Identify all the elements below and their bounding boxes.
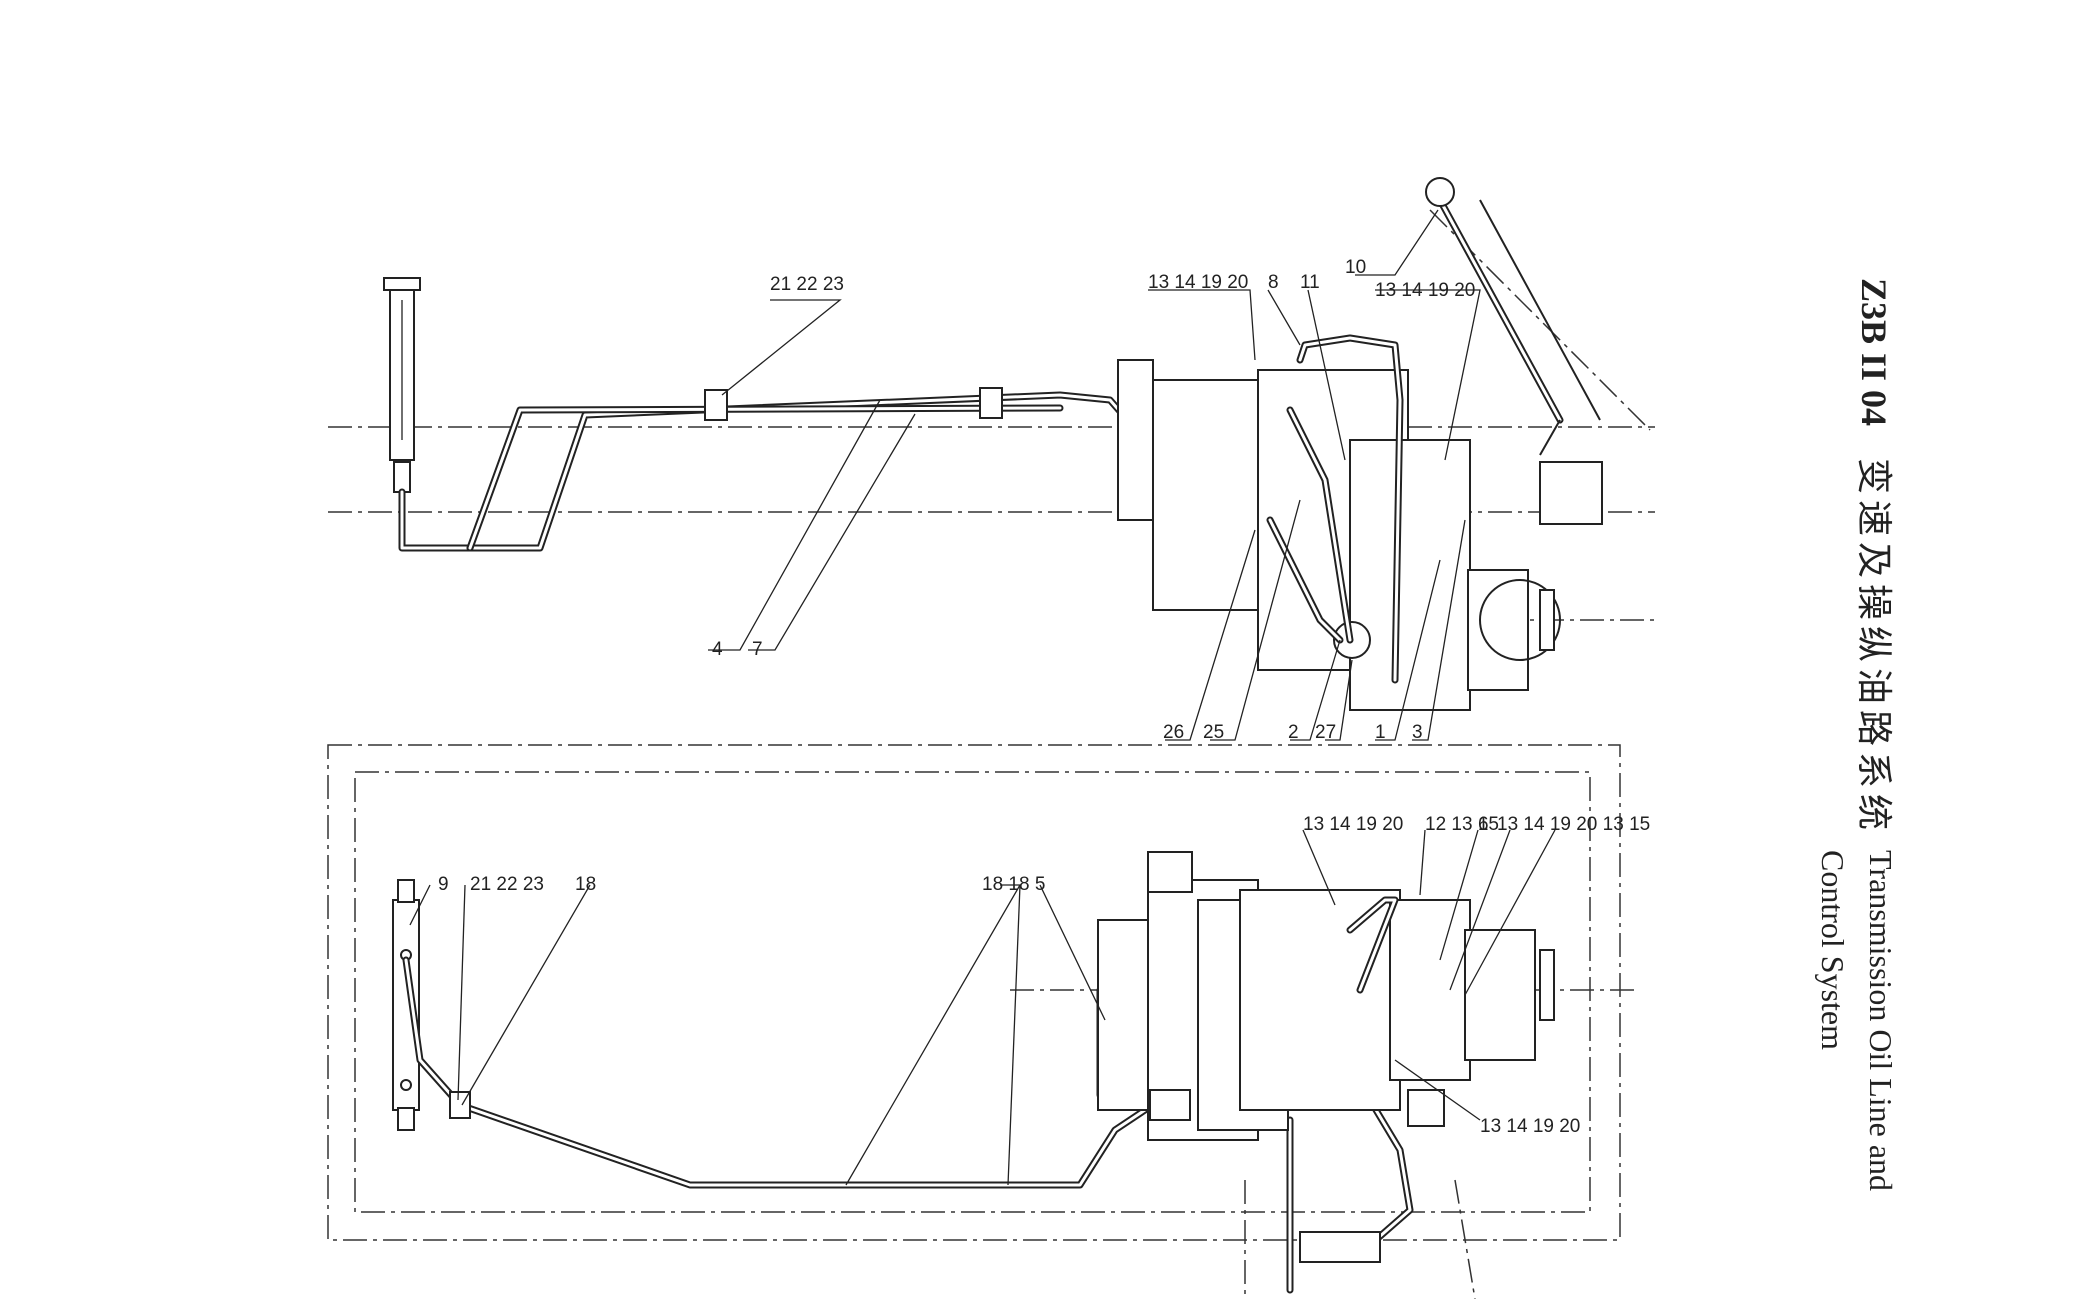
callout-3-top: 3	[1412, 722, 1423, 743]
callout-21-22-23-top: 21 22 23	[770, 274, 844, 295]
chinese-title: 变速及操纵油路系统	[1854, 458, 1894, 836]
callout-11-top: 11	[1300, 272, 1320, 293]
callout-25-top: 25	[1203, 722, 1224, 743]
callout-13-14-19-20-top-a: 13 14 19 20	[1148, 272, 1248, 293]
callout-7-top: 7	[752, 639, 763, 660]
transmission-housing-top	[1117, 359, 1603, 711]
drawing-code: Z3B II 04	[1854, 278, 1894, 426]
callout-4-top: 4	[712, 639, 723, 660]
callout-1-top: 1	[1375, 722, 1386, 743]
callout-13-14-19-20-13-15-bottom: 13 14 19 20 13 15	[1497, 814, 1650, 835]
callout-13-14-19-20-bottom-a: 13 14 19 20	[1303, 814, 1403, 835]
callout-18-bottom-a: 18	[575, 874, 596, 895]
callout-18-18-5-bottom: 18 18 5	[982, 874, 1045, 895]
bottom-callout-leaders	[409, 829, 1556, 1186]
english-title-line1: Transmission Oil Line and	[1863, 850, 1899, 1191]
lower-valve	[1299, 1231, 1381, 1263]
callout-13-14-19-20-bottom-b: 13 14 19 20	[1480, 1116, 1580, 1137]
bottom-view: 13 14 19 20 12 13 15 6 13 14 19 20 13 15…	[327, 744, 1650, 1299]
transmission-housing-bottom	[1097, 851, 1555, 1141]
left-filter	[383, 277, 421, 493]
callout-10-top: 10	[1345, 257, 1366, 278]
callout-13-14-19-20-top-b: 13 14 19 20	[1375, 280, 1475, 301]
callout-9-bottom: 9	[438, 874, 449, 895]
callout-8-top: 8	[1268, 272, 1279, 293]
top-view: 21 22 23 13 14 19 20 8 11 10 13 14 19 20…	[328, 177, 1655, 743]
diagram-title: Z3B II 04 变速及操纵油路系统 Transmission Oil Lin…	[1815, 278, 1899, 1191]
english-title-line2: Control System	[1815, 850, 1851, 1050]
callout-2-top: 2	[1288, 722, 1299, 743]
callout-21-22-23-bottom: 21 22 23	[470, 874, 544, 895]
callout-6-bottom: 6	[1478, 814, 1489, 835]
control-lever	[1425, 177, 1601, 456]
callout-27-top: 27	[1315, 722, 1336, 743]
top-callout-leaders	[708, 209, 1481, 741]
callout-26-top: 26	[1163, 722, 1184, 743]
callout-12-13-15-bottom: 12 13 15	[1425, 814, 1499, 835]
